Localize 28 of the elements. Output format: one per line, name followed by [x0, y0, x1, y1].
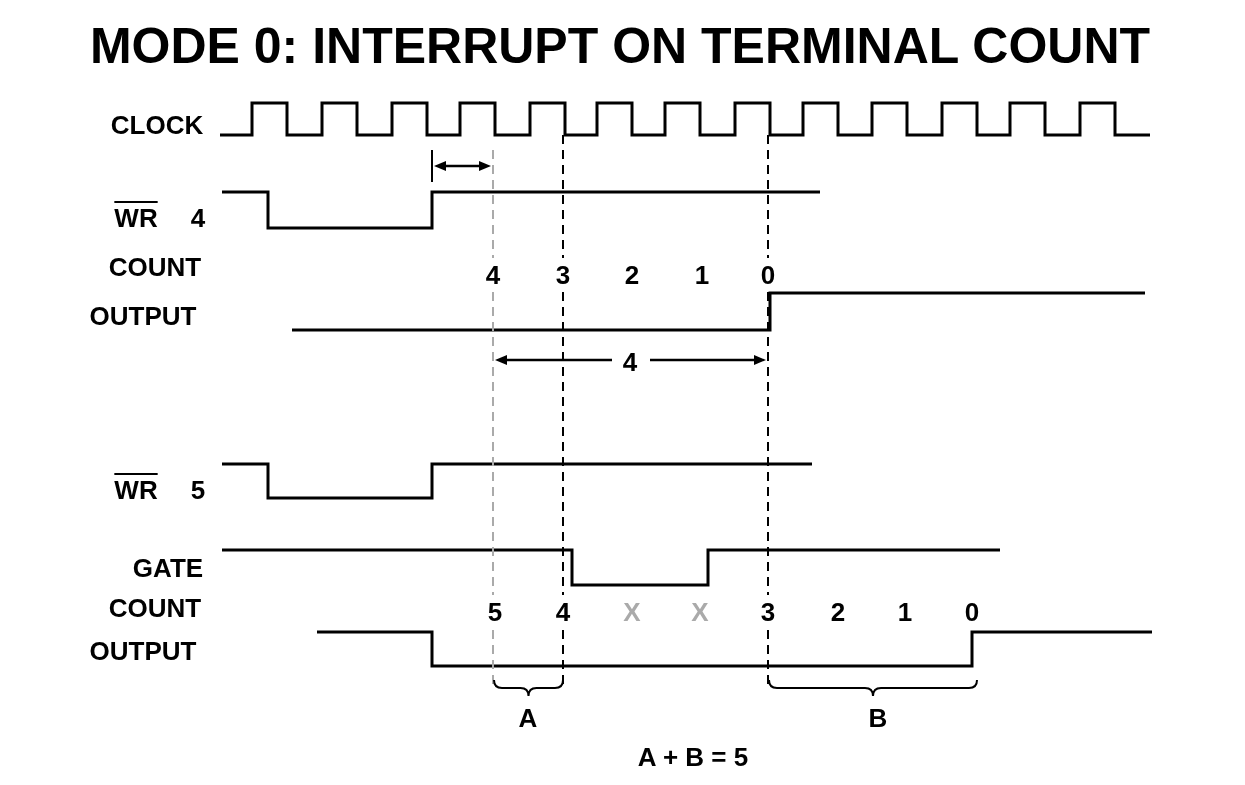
signal-label: GATE	[132, 555, 204, 581]
brace-label: A	[518, 705, 538, 731]
count-value: 0	[964, 599, 980, 625]
equation: A + B = 5	[637, 744, 749, 770]
signal-label: COUNT	[108, 595, 202, 621]
count-value: X	[691, 599, 709, 625]
count-value: 3	[555, 262, 571, 288]
signal-label: CLOCK	[110, 112, 204, 138]
signal-label: COUNT	[108, 254, 202, 280]
count-value: 1	[694, 262, 710, 288]
signal-label: 5	[190, 477, 206, 503]
signal-label: OUTPUT	[89, 638, 197, 664]
count-value: 0	[760, 262, 776, 288]
signal-label: WR	[114, 205, 158, 231]
count-value: 4	[555, 599, 571, 625]
count-value: 2	[830, 599, 846, 625]
signal-label: WR	[114, 477, 158, 503]
count-value: 2	[624, 262, 640, 288]
dimension-value: 4	[622, 349, 638, 375]
signal-label: 4	[190, 205, 206, 231]
count-value: 4	[485, 262, 501, 288]
diagram-title: MODE 0: INTERRUPT ON TERMINAL COUNT	[89, 21, 1151, 71]
signal-label: OUTPUT	[89, 303, 197, 329]
count-value: 1	[897, 599, 913, 625]
count-value: X	[623, 599, 641, 625]
brace-label: B	[868, 705, 888, 731]
count-value: 3	[760, 599, 776, 625]
count-value: 5	[487, 599, 503, 625]
